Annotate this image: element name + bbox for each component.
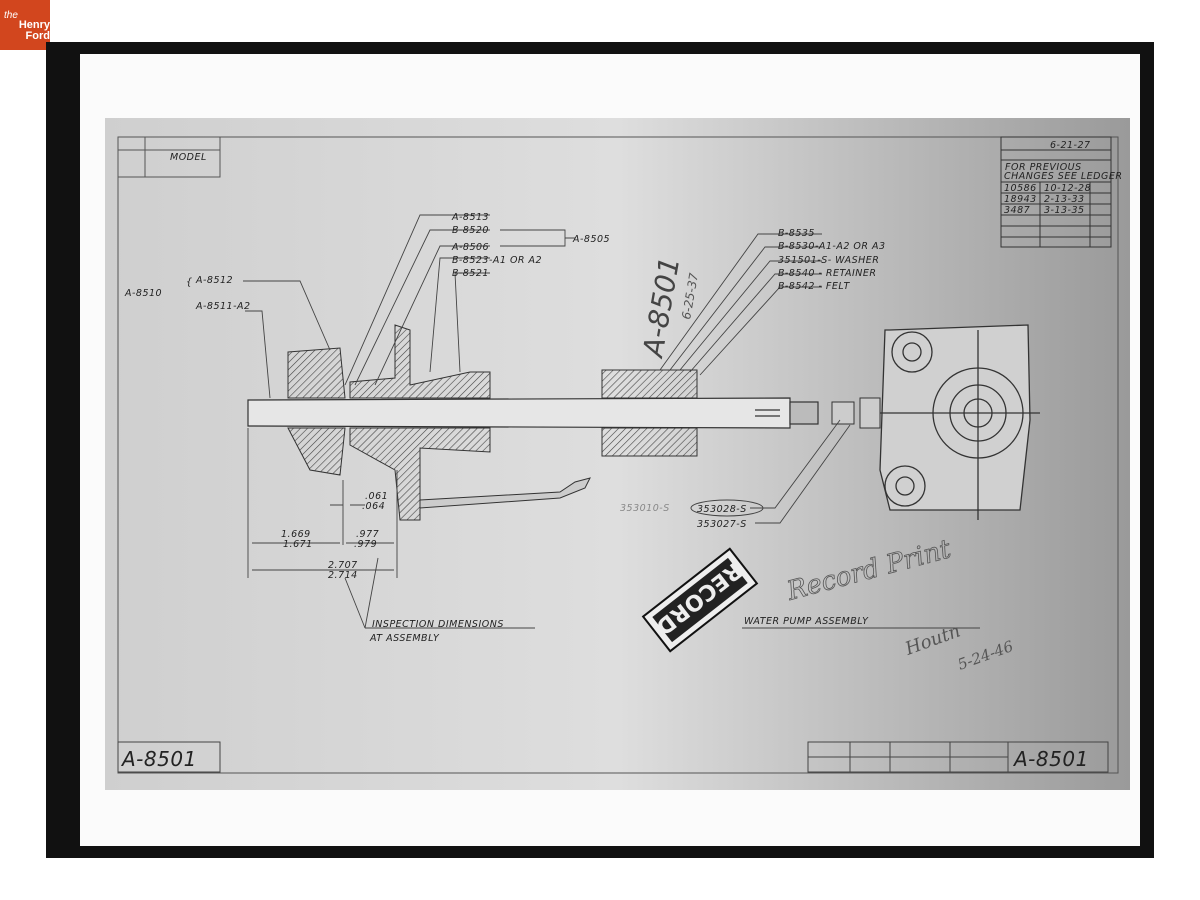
dimension: .064: [362, 501, 385, 512]
bearing-housing: [601, 369, 698, 457]
revision-note-line2: CHANGES SEE LEDGER: [1004, 171, 1122, 182]
callout-right: B-8542 - FELT: [778, 281, 851, 292]
revision-cell: 2-13-33: [1044, 194, 1085, 205]
coupling: [831, 397, 881, 429]
pump-shaft: [247, 397, 819, 429]
callout-right: B-8535: [778, 228, 815, 239]
dimension: 2.707: [328, 560, 358, 571]
number-box-left: [117, 741, 221, 773]
callout-right: B-8540 - RETAINER: [778, 268, 876, 279]
revision-block: [1000, 136, 1112, 248]
revision-cell: 3487: [1004, 205, 1030, 216]
logo-text-the: the: [4, 10, 18, 21]
callout-left: A-8511-A2: [195, 301, 251, 312]
title-block-bottom-right: [807, 741, 1109, 773]
callout-bottom: 353028-S: [697, 504, 747, 515]
callout-bottom: 353010-S: [620, 503, 670, 514]
dimension: .979: [354, 539, 377, 550]
impeller: [287, 347, 346, 476]
callout-center: B-8523-A1 OR A2: [452, 255, 542, 266]
pump-housing-section: [349, 324, 591, 521]
callout-center: B-8521: [452, 268, 489, 279]
pump-end-view: [879, 324, 1040, 520]
revision-note-line1: FOR PREVIOUS: [1005, 162, 1082, 173]
leader-lines: [243, 214, 851, 629]
dimension: .977: [356, 529, 379, 540]
revision-cell: 10586: [1004, 183, 1037, 194]
revision-cell: 3-13-35: [1044, 205, 1085, 216]
dimension: 1.669: [281, 529, 311, 540]
drawing-number-bottom-left: A-8501: [120, 747, 197, 771]
revision-date: 6-21-27: [1050, 140, 1091, 151]
callout-group-left: A-8510: [124, 288, 162, 299]
revision-cell: 10-12-28: [1044, 183, 1091, 194]
model-label: MODEL: [170, 152, 207, 163]
callout-center: A-8513: [451, 212, 489, 223]
dimension: 1.671: [283, 539, 313, 550]
dimension: .061: [365, 491, 388, 502]
revision-cell: 18943: [1004, 194, 1037, 205]
the-henry-ford-logo: the Henry Ford: [0, 0, 50, 50]
callout-right: B-8530-A1-A2 OR A3: [778, 241, 886, 252]
logo-text-main: Henry Ford: [18, 19, 50, 42]
callout-left: A-8512: [195, 275, 233, 286]
brace-icon: {: [186, 277, 193, 288]
inspection-note: INSPECTION DIMENSIONS: [372, 619, 504, 630]
callout-right: 351501-S- WASHER: [778, 255, 879, 266]
drawing-title: WATER PUMP ASSEMBLY: [744, 616, 869, 627]
model-block: [117, 136, 221, 178]
inspection-note: AT ASSEMBLY: [369, 633, 440, 644]
callout-center: B-8520: [452, 225, 489, 236]
dimension: 2.714: [328, 570, 358, 581]
callout-center-group: A-8505: [572, 234, 610, 245]
drawing-number-bottom-right: A-8501: [1012, 747, 1089, 771]
callout-center: A-8506: [451, 242, 489, 253]
callout-circle: [690, 499, 764, 517]
callout-bottom: 353027-S: [697, 519, 747, 530]
